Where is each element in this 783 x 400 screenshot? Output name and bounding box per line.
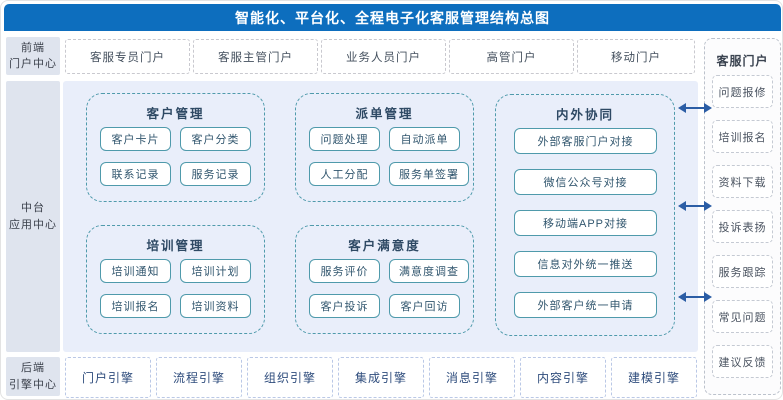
module-box: 移动端APP对接: [514, 210, 657, 236]
rail-midplatform-app-center: 中台 应用中心: [6, 81, 60, 352]
engine-box-org: 组织引擎: [247, 357, 333, 398]
module-box: 服务记录: [180, 162, 251, 186]
module-box: 服务评价: [309, 259, 380, 283]
sidebar-box: 服务跟踪: [712, 255, 773, 288]
module-box: 客户分类: [180, 127, 251, 151]
group-customer-satisfaction: 客户满意度 服务评价 满意度调查 客户投诉 客户回访: [295, 225, 474, 334]
module-box: 培训报名: [100, 294, 171, 318]
portal-box-business: 业务人员门户: [321, 39, 446, 74]
group-title: 派单管理: [355, 107, 414, 121]
double-arrow-icon: [678, 103, 712, 113]
rail-label-line: 应用中心: [9, 218, 57, 231]
double-arrow-icon: [678, 201, 712, 211]
group-title: 客户满意度: [348, 239, 421, 253]
module-box: 微信公众号对接: [514, 169, 657, 195]
group-title: 客户管理: [146, 107, 205, 121]
sidebar-box: 常见问题: [712, 300, 773, 333]
group-title: 内外协同: [555, 108, 614, 122]
engine-box-content: 内容引擎: [520, 357, 606, 398]
sidebar-title: 客服门户: [716, 54, 769, 68]
module-box: 客户卡片: [100, 127, 171, 151]
portal-box-executive: 高管门户: [449, 39, 574, 74]
rail-backend-engine-center: 后端 引擎中心: [6, 357, 60, 396]
module-box: 人工分配: [309, 162, 380, 186]
group-customer-management: 客户管理 客户卡片 客户分类 联系记录 服务记录: [86, 93, 265, 202]
diagram-title: 智能化、平台化、全程电子化客服管理结构总图: [4, 4, 781, 31]
module-box: 满意度调查: [389, 259, 469, 283]
rail-label-line: 门户中心: [9, 58, 57, 70]
rail-label-line: 中台: [21, 202, 45, 214]
module-box: 自动派单: [389, 127, 460, 151]
rail-label-line: 引擎中心: [9, 378, 57, 391]
rail-frontend-portal-center: 前端 门户中心: [6, 37, 60, 75]
module-box: 培训计划: [180, 259, 251, 283]
module-box: 客户投诉: [309, 294, 380, 318]
engine-box-integration: 集成引擎: [338, 357, 424, 398]
engine-box-modeling: 建模引擎: [611, 357, 697, 398]
module-box: 客户回访: [389, 294, 460, 318]
engine-box-portal: 门户引擎: [65, 357, 151, 398]
engine-box-process: 流程引擎: [156, 357, 242, 398]
module-box: 问题处理: [309, 127, 380, 151]
module-box: 联系记录: [100, 162, 171, 186]
portal-box-agent: 客服专员门户: [65, 39, 190, 74]
group-collaboration: 内外协同 外部客服门户对接 微信公众号对接 移动端APP对接 信息对外统一推送 …: [495, 94, 675, 336]
sidebar-box: 投诉表扬: [712, 210, 773, 243]
portal-box-mobile: 移动门户: [577, 39, 695, 74]
module-box: 信息对外统一推送: [514, 251, 657, 277]
engine-box-message: 消息引擎: [429, 357, 515, 398]
rail-label-line: 后端: [21, 362, 45, 374]
sidebar-box: 培训报名: [712, 120, 773, 153]
sidebar-service-portal: 客服门户 问题报修 培训报名 资料下载 投诉表扬 服务跟踪 常见问题 建议反馈: [704, 38, 781, 395]
group-title: 培训管理: [146, 239, 205, 253]
group-dispatch-management: 派单管理 问题处理 自动派单 人工分配 服务单签署: [295, 93, 474, 202]
module-box: 外部客户统一申请: [514, 292, 657, 318]
module-box: 外部客服门户对接: [514, 128, 657, 154]
sidebar-box: 建议反馈: [712, 345, 773, 378]
rail-label-line: 前端: [21, 41, 45, 54]
portal-box-supervisor: 客服主管门户: [193, 39, 318, 74]
module-box: 培训通知: [100, 259, 171, 283]
group-training-management: 培训管理 培训通知 培训计划 培训报名 培训资料: [86, 225, 265, 334]
double-arrow-icon: [678, 292, 712, 302]
sidebar-box: 资料下载: [712, 165, 773, 198]
module-box: 服务单签署: [389, 162, 469, 186]
module-box: 培训资料: [180, 294, 251, 318]
sidebar-box: 问题报修: [712, 75, 773, 108]
